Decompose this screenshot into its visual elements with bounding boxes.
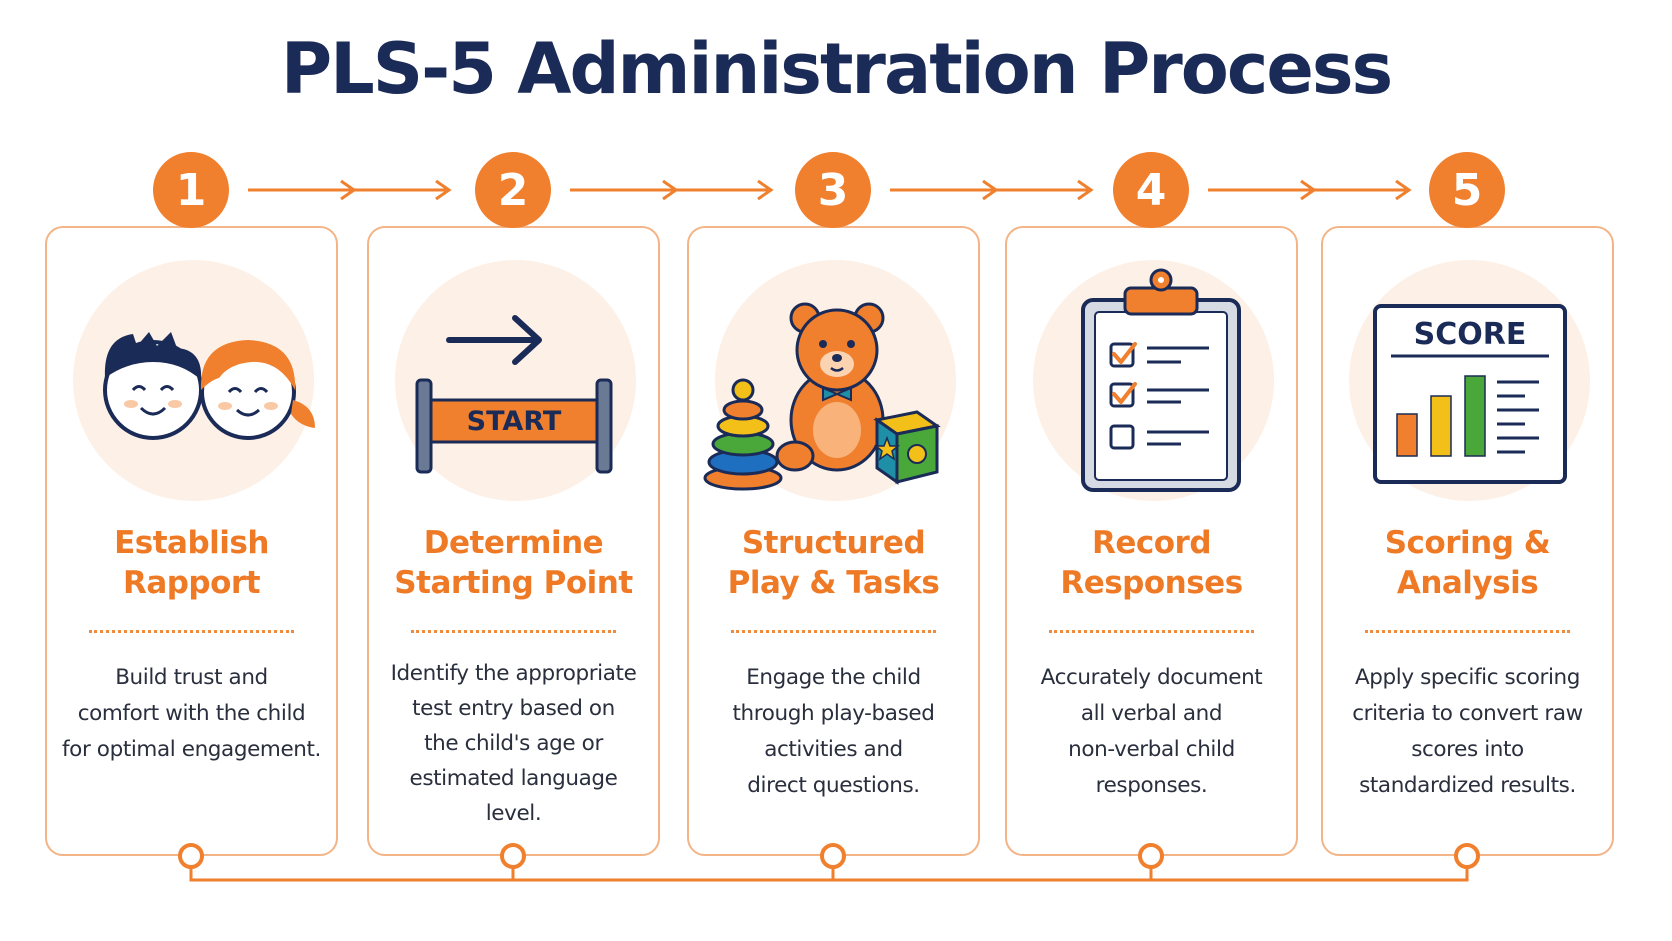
connector-node [1454,843,1480,869]
step-number-5: 5 [1429,152,1505,228]
connector-node [1138,843,1164,869]
step-description: Identify the appropriate test entry base… [390,661,637,826]
connector-node [820,843,846,869]
step-description: Apply specific scoring criteria to conve… [1352,665,1583,798]
step-description: Build trust and comfort with the child f… [62,665,321,762]
step-title: Establish Rapport [114,525,269,601]
dotted-divider [411,630,616,633]
step-number-4: 4 [1113,152,1189,228]
step-number-2: 2 [475,152,551,228]
step-title: Determine Starting Point [394,525,633,601]
svg-text:START: START [467,406,562,437]
step-title: Structured Play & Tasks [727,525,940,601]
dotted-divider [731,630,936,633]
step-card-3: Structured Play & Tasks Engage the child… [687,226,980,856]
children-faces-icon [103,332,315,440]
arrow-right-icon [1208,179,1412,201]
connector-node [178,843,204,869]
connector-node [500,843,526,869]
page-title: PLS-5 Administration Process [280,28,1393,110]
arrow-right-icon [890,179,1094,201]
step-card-1: Establish Rapport Build trust and comfor… [45,226,338,856]
step-title: Record Responses [1060,525,1243,601]
score-chart-icon: SCORE [1373,304,1567,484]
toys-icon [703,302,941,491]
bottom-connector-line [178,843,1480,882]
start-banner-icon: START [415,315,613,474]
clipboard-checklist-icon [1081,268,1241,492]
step-card-4: Record Responses Accurately document all… [1005,226,1298,856]
step-description: Accurately document all verbal and non-v… [1040,665,1263,798]
svg-text:SCORE: SCORE [1414,317,1527,352]
step-number-3: 3 [795,152,871,228]
dotted-divider [1365,630,1570,633]
step-title: Scoring & Analysis [1384,525,1551,601]
step-number-1: 1 [153,152,229,228]
dotted-divider [89,630,294,633]
step-description: Engage the child through play-based acti… [732,665,935,798]
dotted-divider [1049,630,1254,633]
arrow-right-icon [570,179,774,201]
step-card-5: SCORE Scoring & Analysis Apply specific … [1321,226,1614,856]
step-card-2: START Determine Starting Point Identify … [367,226,660,856]
arrow-right-icon [248,179,452,201]
